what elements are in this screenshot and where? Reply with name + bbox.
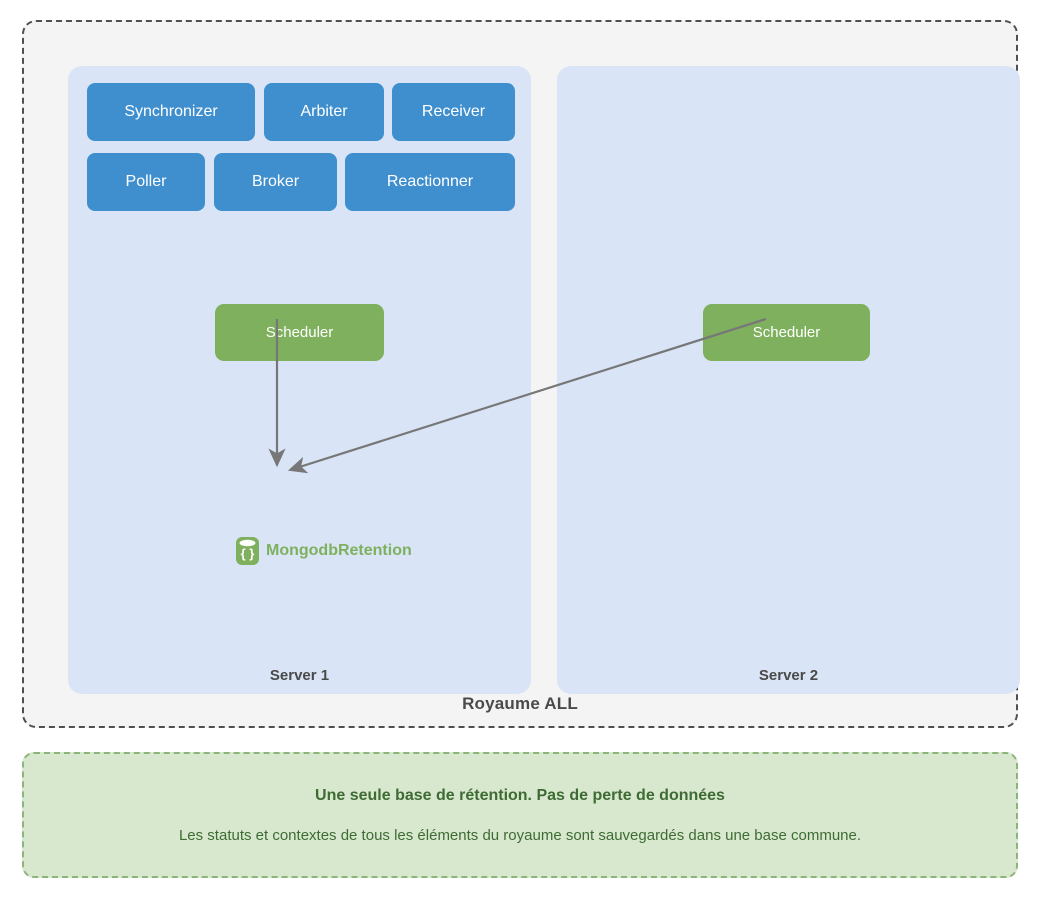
database-cylinder-braces-icon: { } — [235, 536, 260, 566]
mongodb-retention-node[interactable]: { } MongodbRetention — [235, 536, 412, 566]
note-title: Une seule base de rétention. Pas de pert… — [315, 786, 725, 804]
note-body: Les statuts et contextes de tous les élé… — [178, 826, 862, 844]
server-panel-2: Scheduler Server 2 — [557, 66, 1020, 694]
daemon-synchronizer[interactable]: Synchronizer — [87, 83, 255, 141]
server-panel-1: Synchronizer Arbiter Receiver Poller Bro… — [68, 66, 531, 694]
server-label-1: Server 1 — [269, 667, 330, 684]
daemon-arbiter[interactable]: Arbiter — [264, 83, 384, 141]
realm-label: Royaume ALL — [462, 694, 578, 713]
daemon-poller[interactable]: Poller — [87, 153, 205, 211]
daemon-broker[interactable]: Broker — [214, 153, 337, 211]
scheduler-server-1[interactable]: Scheduler — [215, 304, 384, 361]
daemon-receiver[interactable]: Receiver — [392, 83, 515, 141]
scheduler-server-2[interactable]: Scheduler — [703, 304, 870, 361]
daemon-reactionner[interactable]: Reactionner — [345, 153, 515, 211]
mongodb-retention-label: MongodbRetention — [266, 542, 412, 559]
summary-note: Une seule base de rétention. Pas de pert… — [22, 752, 1018, 878]
realm-container: Synchronizer Arbiter Receiver Poller Bro… — [22, 20, 1020, 728]
server-label-2: Server 2 — [758, 667, 819, 684]
svg-text:{ }: { } — [241, 546, 255, 561]
